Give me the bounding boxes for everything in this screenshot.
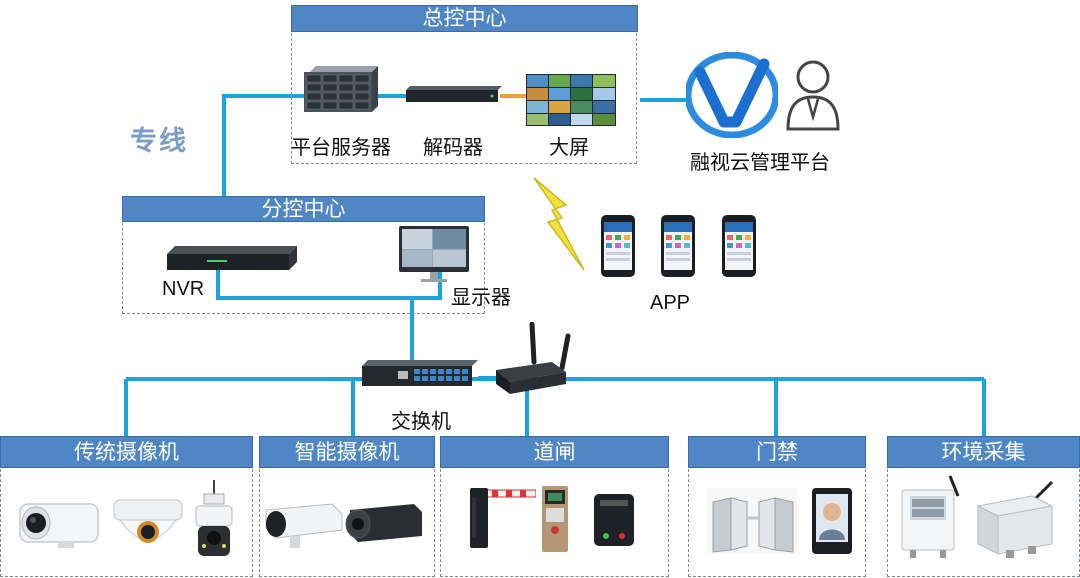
dome-camera-icon bbox=[110, 496, 186, 556]
smart-bullet-camera-icon bbox=[262, 500, 344, 550]
nvr-label: NVR bbox=[162, 278, 204, 301]
monitor-icon bbox=[399, 226, 469, 284]
temp-humidity-sensor-icon bbox=[898, 474, 964, 560]
smartphone-icon bbox=[721, 214, 757, 278]
4g-router-icon bbox=[496, 322, 572, 400]
platform-server-icon bbox=[304, 66, 378, 112]
category-title-traditional-cameras: 传统摄像机 bbox=[0, 436, 253, 468]
dedicated-line-label: 专线 bbox=[130, 119, 188, 158]
cloud-platform-label: 融视云管理平台 bbox=[690, 146, 830, 175]
decoder-label: 解码器 bbox=[423, 131, 483, 160]
bullet-camera-icon bbox=[14, 498, 100, 550]
user-avatar-icon bbox=[782, 57, 844, 131]
video-wall-icon bbox=[526, 74, 616, 126]
face-terminal-icon bbox=[810, 488, 854, 556]
smartphone-icon bbox=[600, 214, 636, 278]
wireless-lightning-icon bbox=[534, 178, 584, 270]
nvr-icon bbox=[167, 246, 297, 272]
category-title-smart-cameras: 智能摄像机 bbox=[259, 436, 435, 468]
video-wall-label: 大屏 bbox=[549, 131, 589, 160]
controller-box-icon bbox=[592, 490, 636, 550]
category-title-access-control: 门禁 bbox=[688, 436, 866, 468]
network-switch-icon bbox=[362, 360, 478, 388]
barrier-gate-icon bbox=[466, 484, 536, 550]
cloud-platform-logo-icon bbox=[686, 52, 778, 138]
app-label: APP bbox=[650, 292, 690, 315]
central-control-title: 总控中心 bbox=[291, 5, 638, 32]
decoder-icon bbox=[406, 86, 502, 104]
platform-server-label: 平台服务器 bbox=[291, 131, 391, 160]
parking-terminal-icon bbox=[540, 486, 570, 554]
smartphone-icon bbox=[660, 214, 696, 278]
ptz-camera-icon bbox=[192, 480, 236, 560]
box-camera-icon bbox=[342, 502, 424, 548]
monitor-label: 显示器 bbox=[451, 281, 511, 310]
category-title-environment: 环境采集 bbox=[887, 436, 1080, 468]
branch-control-title: 分控中心 bbox=[122, 196, 485, 222]
switch-label: 交换机 bbox=[391, 405, 451, 434]
wireless-collector-icon bbox=[972, 480, 1062, 560]
category-title-barrier-gate: 道闸 bbox=[440, 436, 669, 468]
turnstile-icon bbox=[707, 488, 797, 554]
